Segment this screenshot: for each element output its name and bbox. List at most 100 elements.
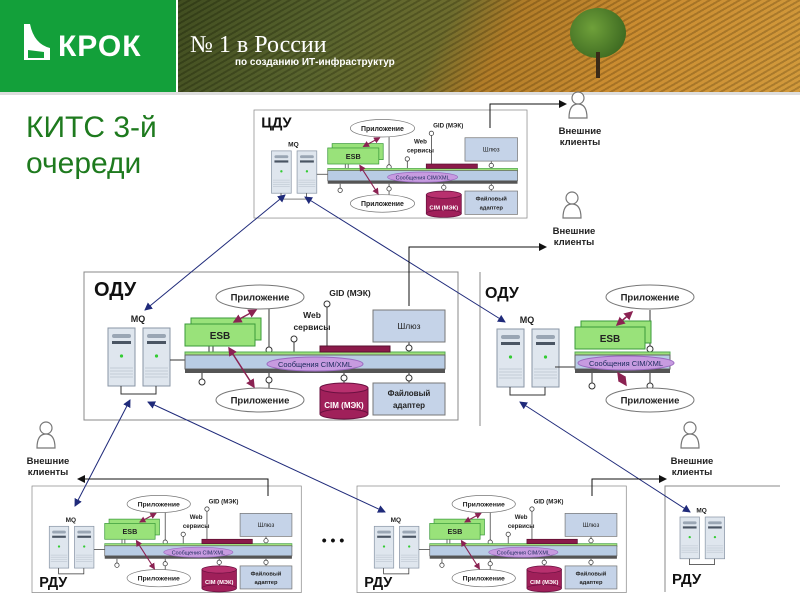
data-flow-arrow: [617, 371, 627, 387]
application-ellipse: [605, 284, 695, 310]
web-services-label: Web: [190, 514, 203, 521]
user-icon: [39, 421, 53, 435]
application-label: Приложение: [361, 201, 404, 208]
application-ellipse: [451, 569, 516, 588]
server-led: [280, 170, 283, 173]
file-adapter-label: адаптер: [254, 580, 278, 586]
mq-server-icon: [373, 525, 395, 569]
server-led: [713, 536, 717, 539]
slogan-sub: по созданию ИТ-инфраструктур: [235, 57, 395, 68]
application-label: Приложение: [463, 502, 505, 509]
server-led: [688, 536, 691, 539]
port-node: [488, 162, 494, 169]
port-node: [505, 531, 511, 537]
server-drive: [682, 526, 697, 529]
web-services-label: Web: [303, 310, 321, 320]
esb-label: ESB: [123, 527, 138, 536]
port-node: [198, 378, 206, 386]
ellipsis: • • •: [322, 532, 345, 548]
server-link: [688, 558, 715, 565]
user-icon-body: [680, 433, 700, 449]
mq-label: MQ: [520, 315, 535, 325]
esb-label: ESB: [210, 331, 231, 342]
server-led: [305, 170, 309, 173]
web-services-label: сервисы: [293, 322, 330, 332]
gid-label: GID (МЭК): [329, 288, 371, 298]
tree-image: [570, 8, 626, 58]
server-led: [154, 354, 159, 358]
mq-server-icon: [531, 328, 560, 388]
server-drive: [52, 530, 66, 534]
gateway-client-link: [408, 243, 547, 306]
messages-ellipse: [488, 546, 559, 558]
gateway-client-link: [77, 475, 269, 496]
logo-icon: [24, 24, 50, 60]
messages-label: Сообщения CIM/XML: [278, 360, 352, 369]
port-node: [404, 156, 410, 162]
external-clients-label: клиенты: [560, 137, 601, 148]
application-label: Приложение: [138, 502, 180, 509]
esb-label: ESB: [448, 527, 463, 536]
cim-db-bottom: [319, 408, 369, 420]
esb-label: ESB: [346, 152, 361, 161]
cim-label: CIM (МЭК): [324, 401, 364, 410]
web-services-label: сервисы: [183, 523, 210, 530]
mq-link-arrow: [147, 401, 386, 513]
server-drive: [501, 342, 520, 345]
esb-box: [429, 523, 481, 540]
port-node: [405, 344, 413, 352]
server-drive: [377, 530, 391, 534]
block-title: РДУ: [672, 571, 702, 588]
mq-link-arrow: [519, 401, 691, 513]
gid-label: GID (МЭК): [534, 498, 564, 505]
mq-server-icon: [496, 328, 525, 388]
server-drive: [536, 335, 555, 339]
block-title: РДУ: [39, 575, 68, 591]
gateway-box: [564, 512, 618, 537]
esb-label: ESB: [600, 334, 621, 345]
port-node: [337, 187, 343, 193]
gateway-label: Шлюз: [583, 522, 600, 529]
server-drive: [299, 155, 314, 159]
server-drive: [501, 335, 520, 339]
header-banner: КРОК № 1 в России по созданию ИТ-инфраст…: [0, 0, 800, 95]
file-adapter-label: адаптер: [393, 401, 425, 410]
mq-server-icon: [107, 327, 136, 387]
data-flow-arrow: [232, 309, 258, 323]
data-flow-arrow: [359, 164, 379, 195]
web-services-label: сервисы: [407, 147, 434, 154]
file-adapter-label: адаптер: [480, 205, 504, 211]
mq-label: MQ: [66, 517, 76, 524]
cim-label: CIM (МЭК): [429, 205, 458, 211]
messages-ellipse: [387, 171, 459, 183]
application-ellipse: [126, 569, 191, 588]
port-node: [114, 562, 120, 568]
user-icon-body: [36, 433, 56, 449]
file-adapter-label: адаптер: [579, 580, 603, 586]
port-node: [588, 382, 596, 390]
server-drive: [274, 155, 289, 159]
mq-link-arrow: [304, 196, 506, 323]
mq-group: MQ: [679, 508, 725, 565]
block-title: РДУ: [364, 575, 393, 591]
mq-server-icon: [142, 327, 171, 387]
port-node: [263, 559, 269, 565]
mq-label: MQ: [288, 142, 299, 149]
file-adapter-box: [564, 565, 618, 590]
port-node: [290, 335, 298, 343]
banner-image: [178, 0, 800, 92]
gid-bar: [526, 538, 578, 544]
port-node: [263, 538, 269, 544]
server-drive: [377, 535, 391, 538]
file-adapter-label: Файловый: [476, 196, 508, 203]
port-node: [323, 300, 331, 308]
mq-server-icon: [679, 516, 700, 560]
gid-label: GID (МЭК): [433, 123, 463, 130]
external-clients-label: Внешние: [671, 456, 714, 467]
data-flow-arrow: [460, 539, 480, 570]
external-clients-label: клиенты: [554, 237, 595, 248]
data-flow-arrow: [135, 539, 155, 570]
mq-server-icon: [296, 150, 318, 194]
